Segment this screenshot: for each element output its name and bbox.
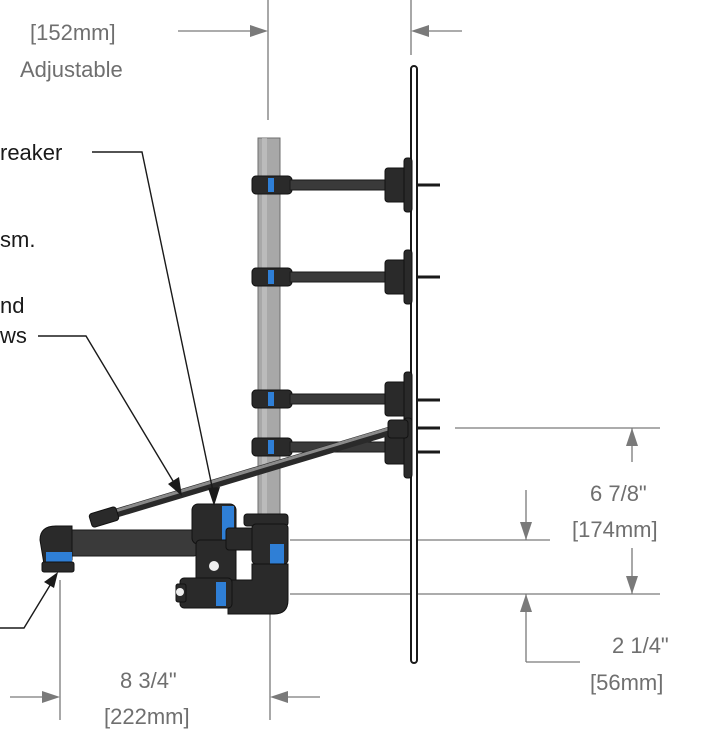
riser-highlight: [262, 138, 267, 520]
leader-spout: [0, 581, 53, 629]
diagonal-support-rod: [88, 419, 409, 528]
dim-bottom-metric: [222mm]: [104, 704, 190, 729]
wall-bracket-1: [251, 157, 440, 213]
bottom-dim-arrow-right: [270, 691, 288, 703]
wall-bracket-3: [251, 371, 440, 427]
leader-vacuum-breaker: [92, 151, 215, 497]
leader-spout-arrow: [44, 572, 58, 588]
bottom-dim-arrow-left: [42, 691, 60, 703]
small-dim-bottom-arrow: [520, 594, 532, 612]
callout-mechanism: sm.: [0, 227, 35, 252]
small-dim-top-arrow: [520, 522, 532, 540]
dim-bottom-imperial: 8 3/4": [120, 668, 177, 693]
right-dim-arrow-top: [626, 428, 638, 446]
vacuum-breaker-valve: [191, 503, 257, 589]
leader-screws: [38, 335, 177, 487]
dim-lower-imperial: 2 1/4": [612, 633, 669, 658]
callout-line3: nd: [0, 293, 24, 318]
right-dim-arrow-bottom: [626, 576, 638, 594]
callout-line4: ws: [0, 323, 27, 348]
top-dim-note: Adjustable: [20, 57, 123, 82]
top-dim-arrow: [250, 25, 268, 37]
top-dim-metric: [152mm]: [30, 20, 116, 45]
wall-plate: [410, 65, 418, 664]
wall-dim-arrow: [411, 25, 429, 37]
lower-elbow-assembly: [175, 513, 289, 615]
spout-arm: [39, 525, 199, 573]
dim-upper-metric: [174mm]: [572, 517, 658, 542]
dim-lower-metric: [56mm]: [590, 670, 663, 695]
leader-screws-arrow: [168, 477, 182, 496]
wall-bracket-2: [251, 249, 440, 305]
callout-vacuum-breaker: reaker: [0, 140, 62, 165]
dim-upper-imperial: 6 7/8": [590, 481, 647, 506]
leader-vacuum-breaker-arrow: [208, 487, 220, 506]
